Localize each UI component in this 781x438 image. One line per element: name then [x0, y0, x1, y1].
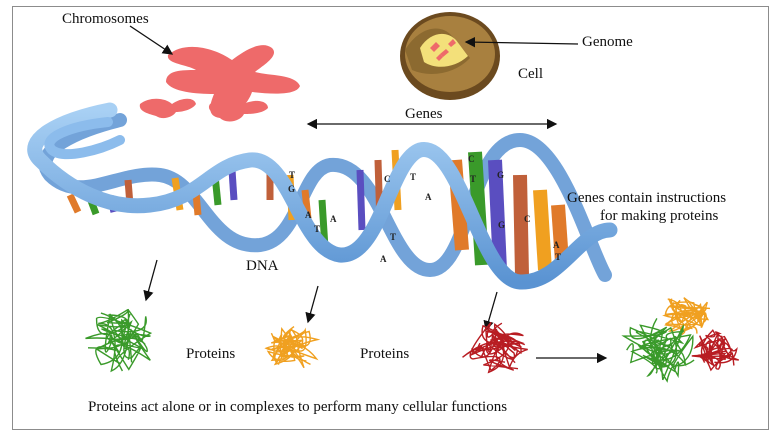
- base-letter: C: [468, 154, 475, 164]
- base-pair-rung: [66, 193, 82, 214]
- proteins-label-1: Proteins: [186, 346, 236, 362]
- cell-label: Cell: [518, 66, 543, 82]
- protein-blob: [85, 308, 153, 373]
- genome-label: Genome: [582, 34, 633, 50]
- base-letter: T: [470, 174, 476, 184]
- cell-illustration: [400, 12, 500, 100]
- base-letter: T: [289, 170, 295, 180]
- protein-blob: [691, 329, 739, 372]
- base-pair-rung: [488, 159, 507, 271]
- protein-blobs: [85, 297, 739, 383]
- genome-arrow: [464, 36, 579, 48]
- dna-outer-loop: [44, 117, 125, 160]
- base-pair-rung: [533, 189, 552, 271]
- base-letter: A: [305, 210, 312, 220]
- base-letter: T: [314, 224, 320, 234]
- protein-blob: [662, 297, 711, 336]
- genes-instructions-line1: Genes contain instructions: [567, 190, 727, 206]
- protein-arrow-3: [483, 291, 498, 332]
- protein-blob: [264, 326, 321, 369]
- base-pair-rung: [513, 174, 529, 276]
- chromosomes-arrow: [129, 25, 174, 55]
- chromosomes-illustration: [139, 45, 300, 122]
- protein-arrow-1: [143, 259, 158, 302]
- base-letter: A: [425, 192, 432, 202]
- base-letter: G: [497, 170, 504, 180]
- base-letter: A: [553, 240, 560, 250]
- base-pair-rung: [356, 169, 366, 231]
- base-letter: G: [288, 184, 295, 194]
- chromosomes-label: Chromosomes: [62, 11, 149, 27]
- base-letter: A: [330, 214, 337, 224]
- protein-arrow-2: [305, 285, 319, 324]
- base-letter: C: [524, 214, 531, 224]
- base-letter: A: [380, 254, 387, 264]
- base-letter: T: [390, 232, 396, 242]
- genes-instructions-line2: for making proteins: [600, 208, 719, 224]
- base-letter: C: [384, 174, 391, 184]
- protein-blob: [621, 318, 695, 383]
- protein-blob: [462, 321, 528, 374]
- base-pair-rung: [228, 169, 238, 201]
- caption: Proteins act alone or in complexes to pe…: [88, 399, 508, 415]
- base-pair-rung: [551, 204, 569, 263]
- base-letter: G: [498, 220, 505, 230]
- base-letter: T: [555, 252, 561, 262]
- dna-label: DNA: [246, 258, 279, 274]
- dna-front-strand: [27, 102, 618, 290]
- base-letter: T: [410, 172, 416, 182]
- genes-label: Genes: [405, 106, 443, 122]
- proteins-label-2: Proteins: [360, 346, 410, 362]
